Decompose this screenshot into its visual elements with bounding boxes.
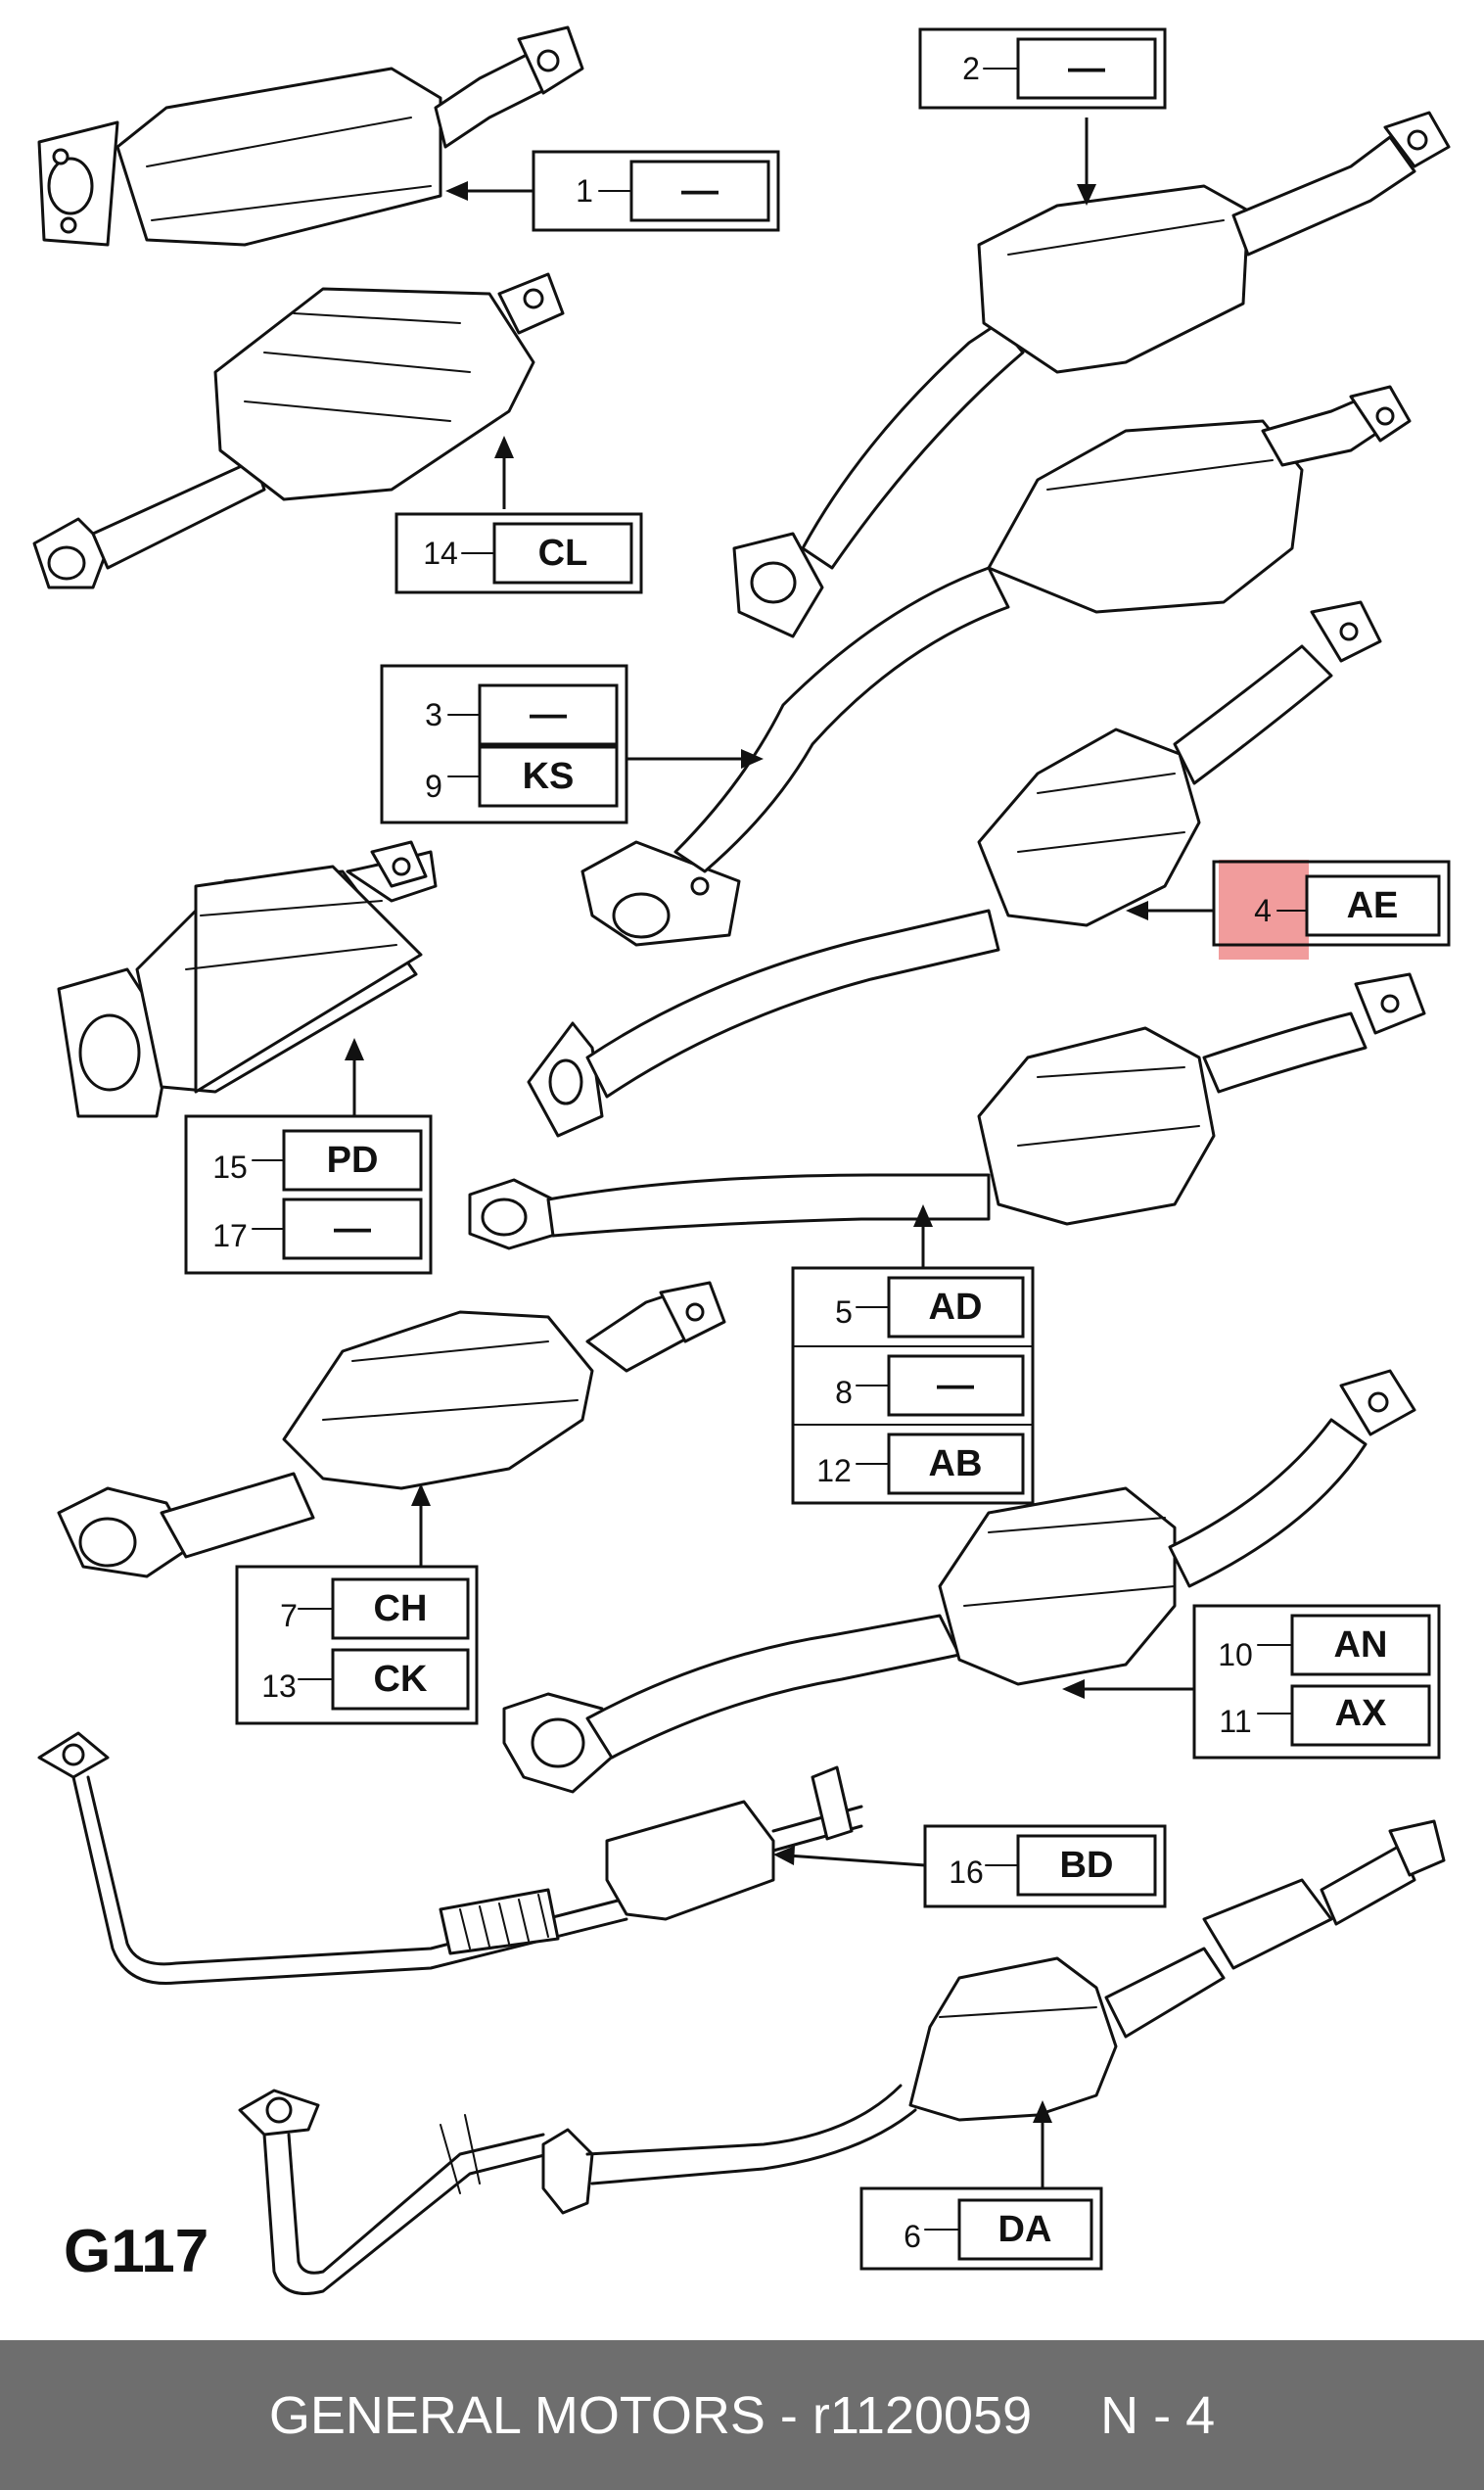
callout-arrows: [345, 117, 1214, 2188]
callout-14: 14 CL: [394, 512, 643, 594]
part-7-13-converter-pipe: [57, 1281, 726, 1578]
part-10-11-converter-pipe: [502, 1369, 1416, 1794]
callout-code: CK: [374, 1659, 428, 1700]
callout-6: 6 DA: [859, 2186, 1103, 2271]
footer-brand-part-number: GENERAL MOTORS - r1120059: [268, 2385, 1033, 2445]
callout-number: 11: [1219, 1704, 1251, 1739]
callout-code: AX: [1335, 1693, 1387, 1734]
callout-2: 2 —: [918, 27, 1167, 110]
callout-3-9: 3 — 9 KS: [380, 664, 628, 824]
callout-number: 8: [835, 1375, 853, 1410]
callout-number: 4: [1254, 893, 1272, 928]
callout-16: 16 BD: [923, 1824, 1167, 1908]
part-6-converter-pipe: [238, 1819, 1446, 2295]
callout-number: 7: [280, 1598, 298, 1633]
callout-number: 17: [212, 1218, 248, 1253]
callout-code: AE: [1347, 885, 1399, 926]
footer-bar: GENERAL MOTORS - r1120059 N - 4: [0, 2340, 1484, 2490]
part-5-8-12-converter-pipe: [468, 972, 1426, 1250]
callout-code: CL: [538, 533, 588, 574]
part-16-converter-pipe: [37, 1731, 863, 1986]
callout-1: 1 —: [532, 150, 780, 232]
callout-number: 13: [261, 1668, 297, 1704]
callout-number: 2: [962, 51, 980, 86]
callout-code: —: [1068, 48, 1105, 89]
diagram-label: G117: [64, 2218, 209, 2285]
exhaust-catalytic-converter-diagram: 1 — 2 — 14 CL 3 — 9 KS 4 AE: [32, 25, 1451, 2295]
callout-number: 15: [212, 1150, 248, 1185]
callout-number: 3: [425, 697, 442, 732]
part-15-17-converter: [57, 840, 438, 1118]
footer-page-ref: N - 4: [1100, 2385, 1216, 2445]
part-3-9-converter-pipe: [580, 385, 1412, 947]
part-14-converter: [32, 272, 565, 589]
callout-code: BD: [1060, 1845, 1114, 1886]
callout-15-17: 15 PD 17 —: [184, 1114, 433, 1275]
callout-code: —: [681, 170, 719, 211]
callout-number: 12: [816, 1453, 852, 1488]
part-1-converter: [37, 25, 584, 247]
part-4-converter-pipe: [527, 600, 1382, 1138]
callout-number: 6: [904, 2219, 921, 2254]
callout-number: 14: [423, 536, 458, 571]
callout-code: PD: [327, 1140, 379, 1181]
callout-number: 1: [576, 173, 593, 209]
callout-number: 10: [1218, 1637, 1253, 1672]
callout-7-13: 7 CH 13 CK: [235, 1565, 479, 1725]
callout-code: KS: [523, 756, 575, 797]
part-2-converter-pipe: [732, 111, 1451, 638]
callout-code: AB: [929, 1443, 983, 1484]
callout-code: —: [530, 694, 567, 735]
callout-code: AD: [929, 1287, 983, 1328]
callout-number: 9: [425, 769, 442, 804]
callout-10-11: 10 AN 11 AX: [1192, 1604, 1441, 1760]
callout-5-8-12: 5 AD 8 — 12 AB: [791, 1266, 1035, 1505]
callout-number: 16: [949, 1855, 984, 1890]
callout-4: 4 AE: [1212, 860, 1451, 947]
callout-code: CH: [374, 1588, 428, 1629]
callout-number: 5: [835, 1294, 853, 1330]
callout-code: —: [334, 1208, 371, 1249]
callout-code: —: [937, 1365, 974, 1406]
callout-code: AN: [1334, 1624, 1388, 1666]
callout-code: DA: [998, 2209, 1052, 2250]
